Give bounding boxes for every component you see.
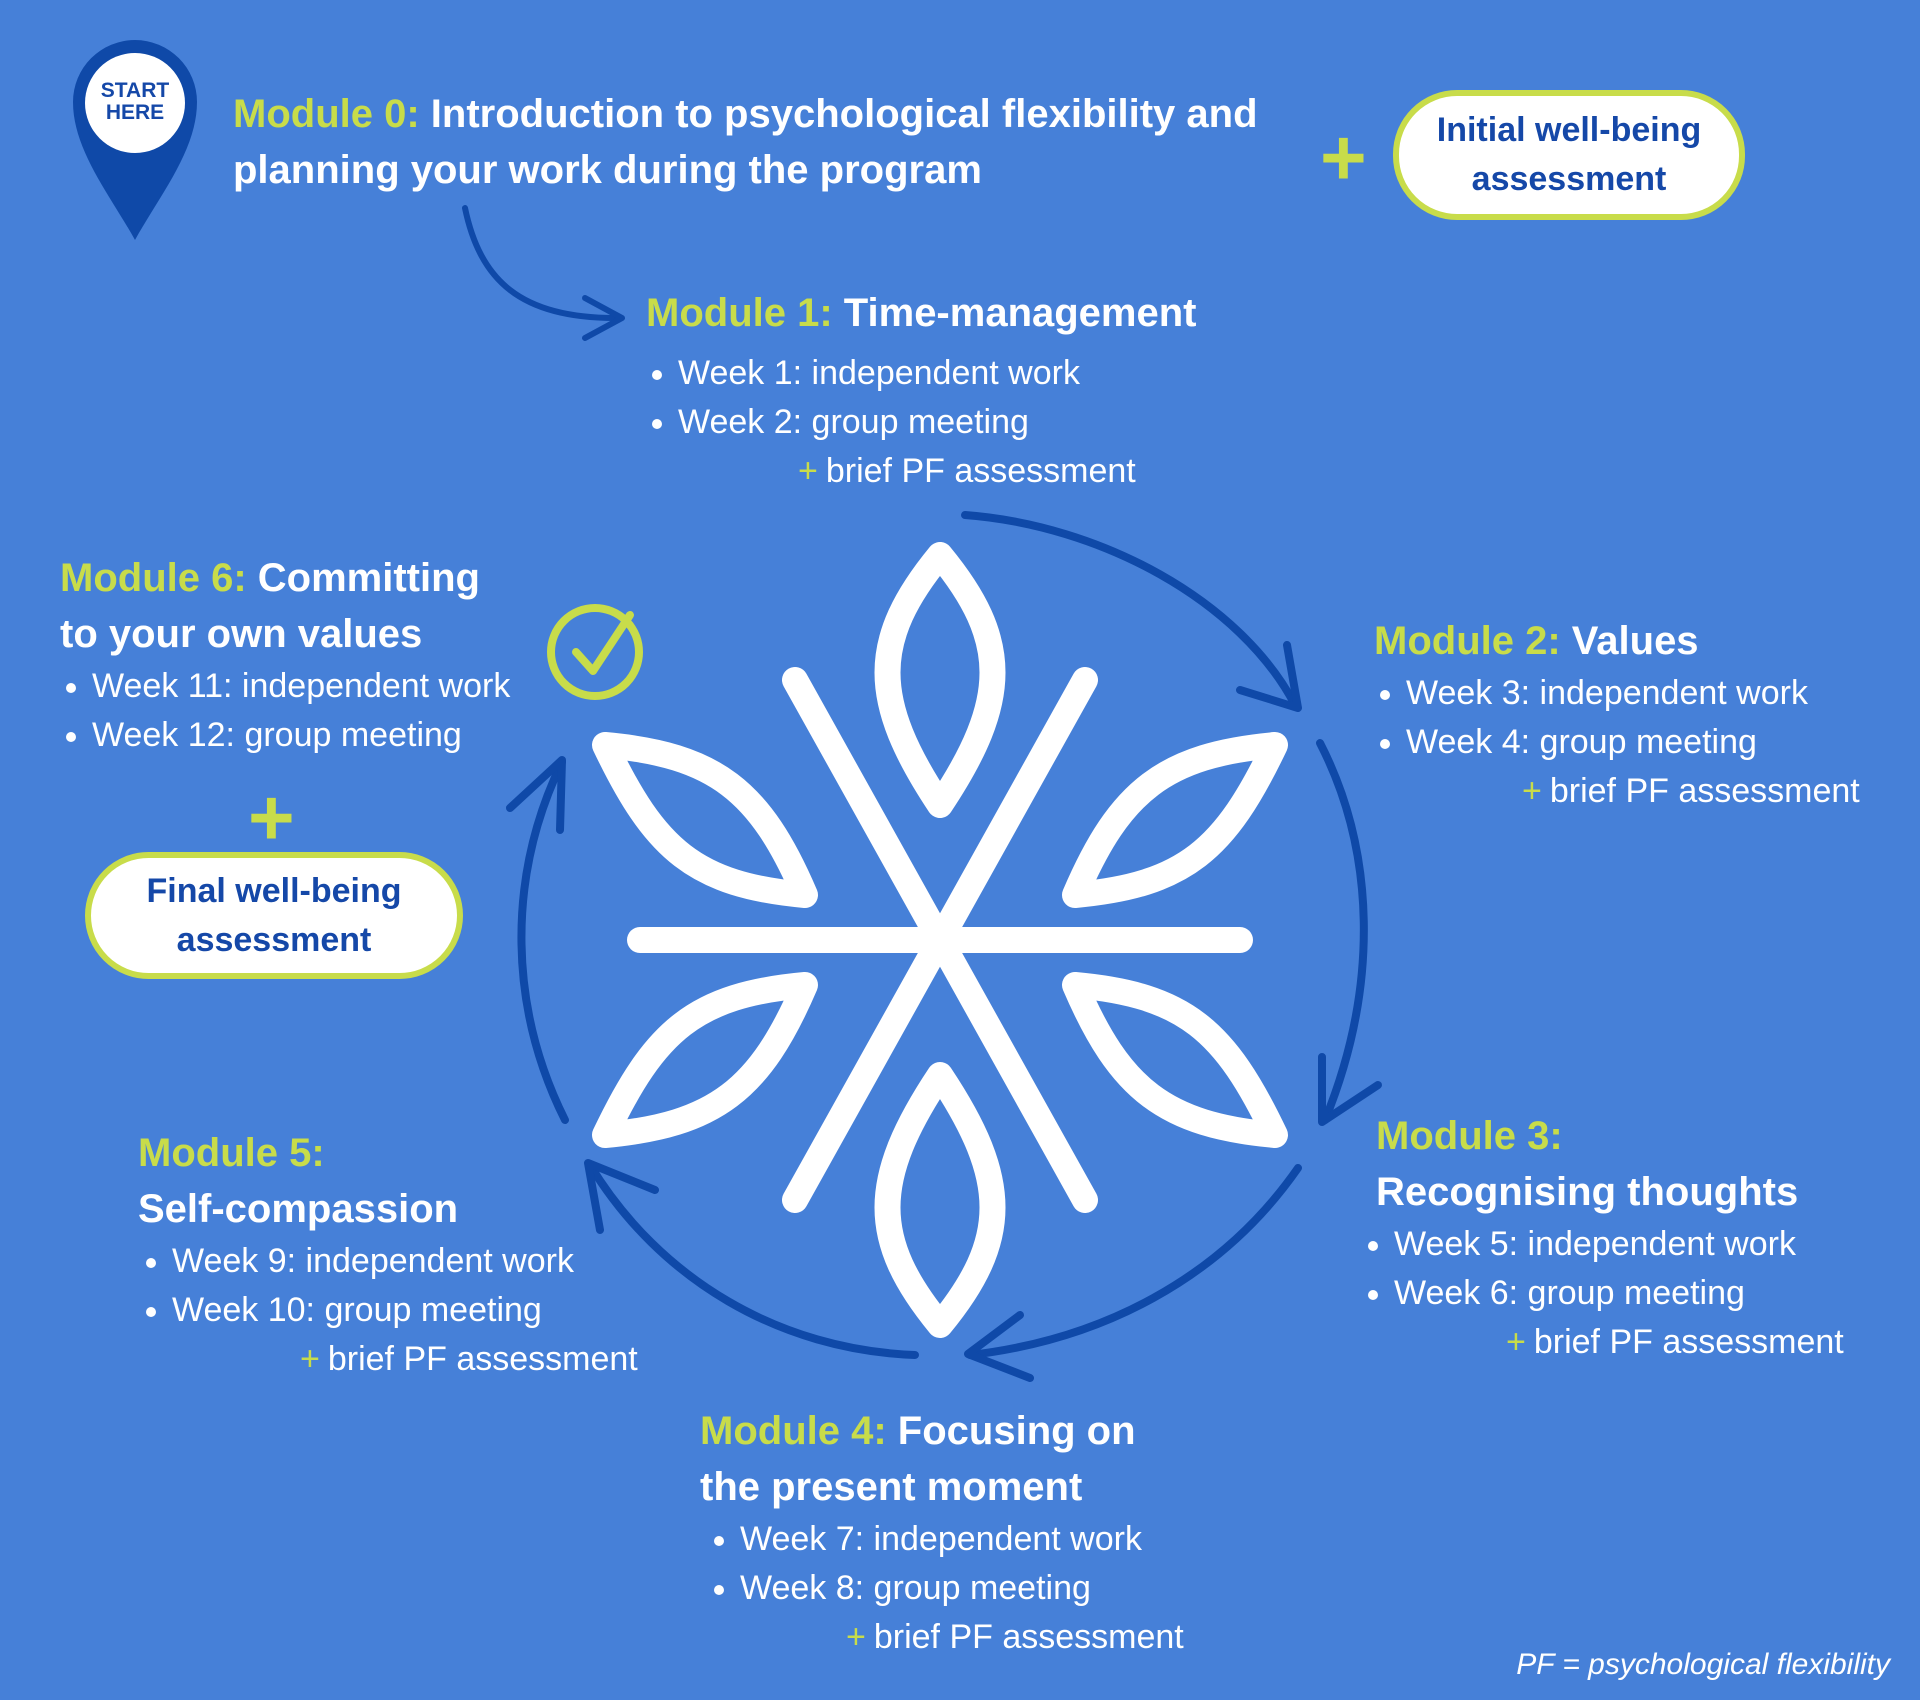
module6-heading: Module 6: Committing [60,550,510,606]
final-assessment-line1: Final well-being [146,871,402,910]
module4-number: Module 4: [700,1409,887,1453]
module3-title: Recognising thoughts [1376,1170,1799,1214]
module6-weeks: Week 11: independent work Week 12: group… [60,662,510,760]
module0-line1: Module 0: Introduction to psychological … [233,86,1258,142]
plus-icon: + [1506,1323,1526,1361]
module5-block: Module 5: Self-compassion Week 9: indepe… [138,1125,638,1384]
module1-assessment: +brief PF assessment [646,447,1197,496]
list-item: Week 1: independent work [646,349,1197,398]
module6-title-line1: Committing [257,556,480,600]
module4-heading: Module 4: Focusing on [700,1403,1184,1459]
module1-weeks: Week 1: independent work Week 2: group m… [646,349,1197,447]
start-pin-label: START HERE [85,80,185,124]
check-circle-icon [547,604,643,700]
list-item: Week 7: independent work [708,1515,1184,1564]
plus-icon: + [300,1340,320,1378]
module5-weeks: Week 9: independent work Week 10: group … [140,1237,638,1335]
module2-number: Module 2: [1374,619,1561,663]
list-item: Week 9: independent work [140,1237,638,1286]
cycle-arrows [506,511,1382,1382]
module0-title-line2: planning your work during the program [233,148,982,192]
module5-number-line: Module 5: [138,1125,638,1181]
module4-title-line2: the present moment [700,1465,1083,1509]
start-pin-line2: HERE [105,101,165,124]
final-assessment-pill: Final well-being assessment [85,852,463,979]
module3-assessment-label: brief PF assessment [1533,1323,1844,1361]
module5-title: Self-compassion [138,1187,459,1231]
initial-assessment-pill: Initial well-being assessment [1393,90,1745,220]
module3-weeks: Week 5: independent work Week 6: group m… [1362,1220,1844,1318]
module4-title-line1: Focusing on [897,1409,1136,1453]
module6-number: Module 6: [60,556,247,600]
initial-assessment-line1: Initial well-being [1436,111,1702,149]
plus-icon: + [1522,772,1542,810]
list-item: Week 5: independent work [1362,1220,1844,1269]
module5-assessment-label: brief PF assessment [327,1340,638,1378]
initial-assessment-line2: assessment [1471,160,1667,198]
final-assessment-line2: assessment [176,920,372,959]
list-item: Week 3: independent work [1374,669,1860,718]
list-item: Week 6: group meeting [1362,1269,1844,1318]
module4-assessment: +brief PF assessment [700,1613,1184,1662]
arrow-module0-to-module1 [462,205,625,341]
module3-assessment: +brief PF assessment [1376,1318,1844,1367]
list-item: Week 2: group meeting [646,398,1197,447]
module2-heading: Module 2: Values [1374,613,1860,669]
module1-number: Module 1: [646,291,833,335]
footnote: PF = psychological flexibility [1516,1648,1890,1681]
module2-assessment: +brief PF assessment [1374,767,1860,816]
module5-number: Module 5: [138,1131,325,1175]
plus-icon-initial: + [1320,113,1367,202]
plus-icon-final: + [248,773,295,862]
module6-title-line2: to your own values [60,612,423,656]
plus-icon: + [846,1618,866,1656]
list-item: Week 10: group meeting [140,1286,638,1335]
module0-heading: Module 0: Introduction to psychological … [233,86,1258,198]
module1-assessment-label: brief PF assessment [825,452,1136,490]
module2-title: Values [1571,619,1699,663]
module3-number: Module 3: [1376,1114,1563,1158]
module6-block: Module 6: Committing to your own values … [60,550,510,760]
module5-assessment: +brief PF assessment [138,1335,638,1384]
module0-number: Module 0: [233,92,420,136]
module2-weeks: Week 3: independent work Week 4: group m… [1374,669,1860,767]
list-item: Week 8: group meeting [708,1564,1184,1613]
module1-title: Time-management [843,291,1197,335]
module4-assessment-label: brief PF assessment [873,1618,1184,1656]
flower-icon [592,542,1288,1338]
start-pin-icon [73,40,197,240]
module4-weeks: Week 7: independent work Week 8: group m… [708,1515,1184,1613]
module1-block: Module 1: Time-management Week 1: indepe… [646,285,1197,496]
module1-heading: Module 1: Time-management [646,285,1197,341]
plus-icon: + [798,452,818,490]
module3-block: Module 3: Recognising thoughts Week 5: i… [1367,1108,1844,1367]
start-pin-line1: START [100,79,170,102]
module2-block: Module 2: Values Week 3: independent wor… [1374,613,1860,816]
module0-title-line1: Introduction to psychological flexibilit… [430,92,1258,136]
module4-block: Module 4: Focusing on the present moment… [700,1403,1184,1662]
module2-assessment-label: brief PF assessment [1549,772,1860,810]
list-item: Week 4: group meeting [1374,718,1860,767]
module3-number-line: Module 3: [1376,1108,1844,1164]
list-item: Week 11: independent work [60,662,510,711]
list-item: Week 12: group meeting [60,711,510,760]
